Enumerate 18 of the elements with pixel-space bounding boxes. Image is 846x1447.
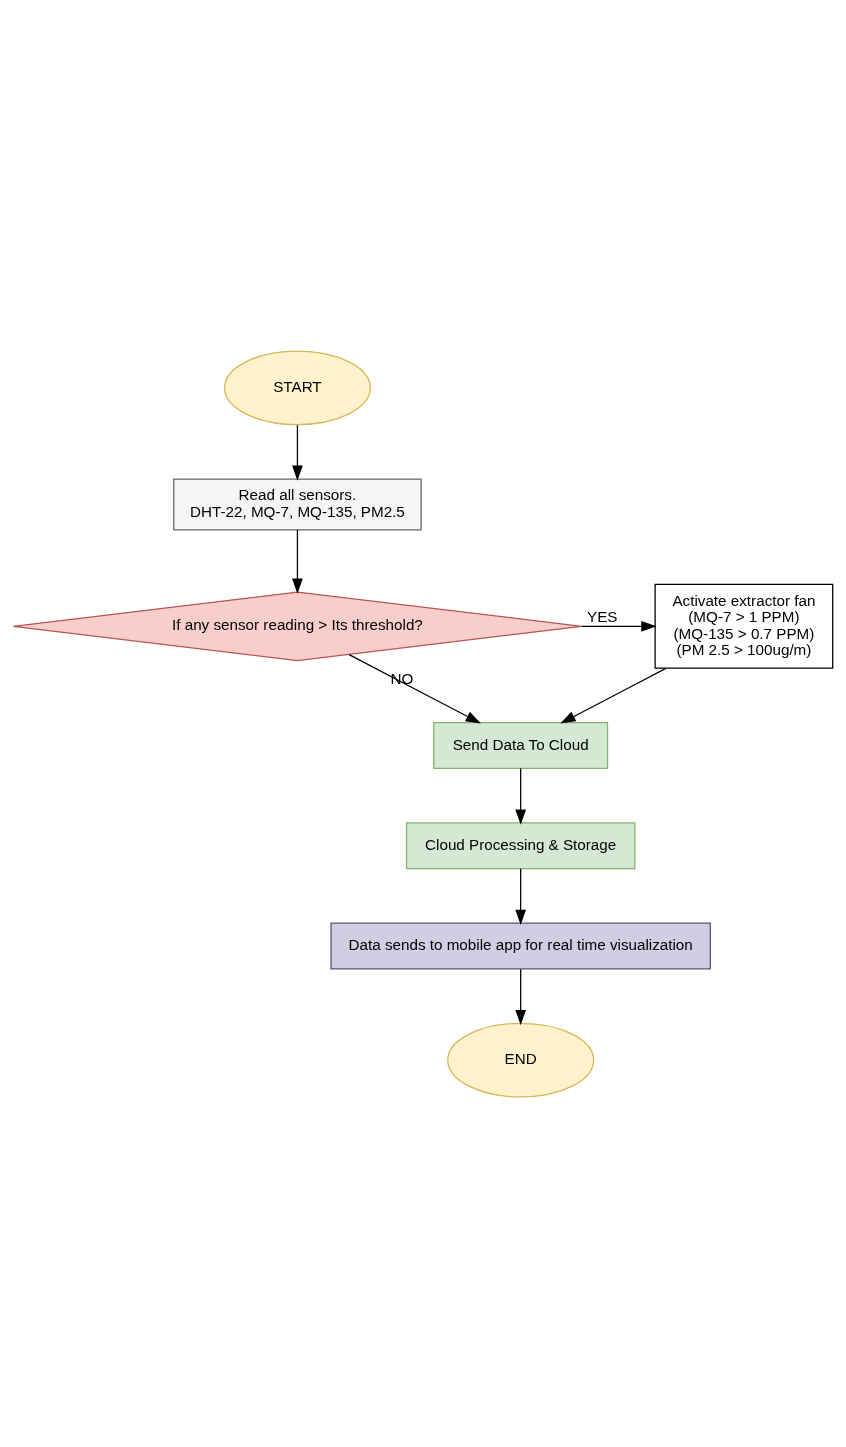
node-box: Activate extractor fan (MQ-7 > 1 PPM) (MQ-135 > 0.7 PPM) (PM 2.5 > 100ug/m) — [654, 583, 834, 669]
arrow — [560, 667, 667, 724]
arrow — [292, 528, 303, 594]
arrow — [515, 968, 526, 1025]
arrow — [581, 620, 657, 632]
arrow — [515, 767, 526, 825]
node-box: Read all sensors. DHT-22, MQ-7, MQ-135, PM2.5 — [173, 478, 422, 531]
node-box: Cloud Processing & Storage — [405, 821, 636, 869]
node-box: Data sends to mobile app for real time visualization — [330, 922, 711, 969]
node-box: Send Data To Cloud — [433, 721, 609, 769]
node-ellipse: START — [223, 349, 371, 425]
arrow — [292, 424, 303, 481]
edge-label: NO — [390, 669, 414, 687]
node-diamond: If any sensor reading > Its threshold? — [12, 590, 583, 661]
arrow — [348, 653, 481, 724]
node-ellipse: END — [447, 1022, 595, 1098]
edge-label: YES — [587, 607, 618, 625]
arrow — [515, 867, 526, 925]
